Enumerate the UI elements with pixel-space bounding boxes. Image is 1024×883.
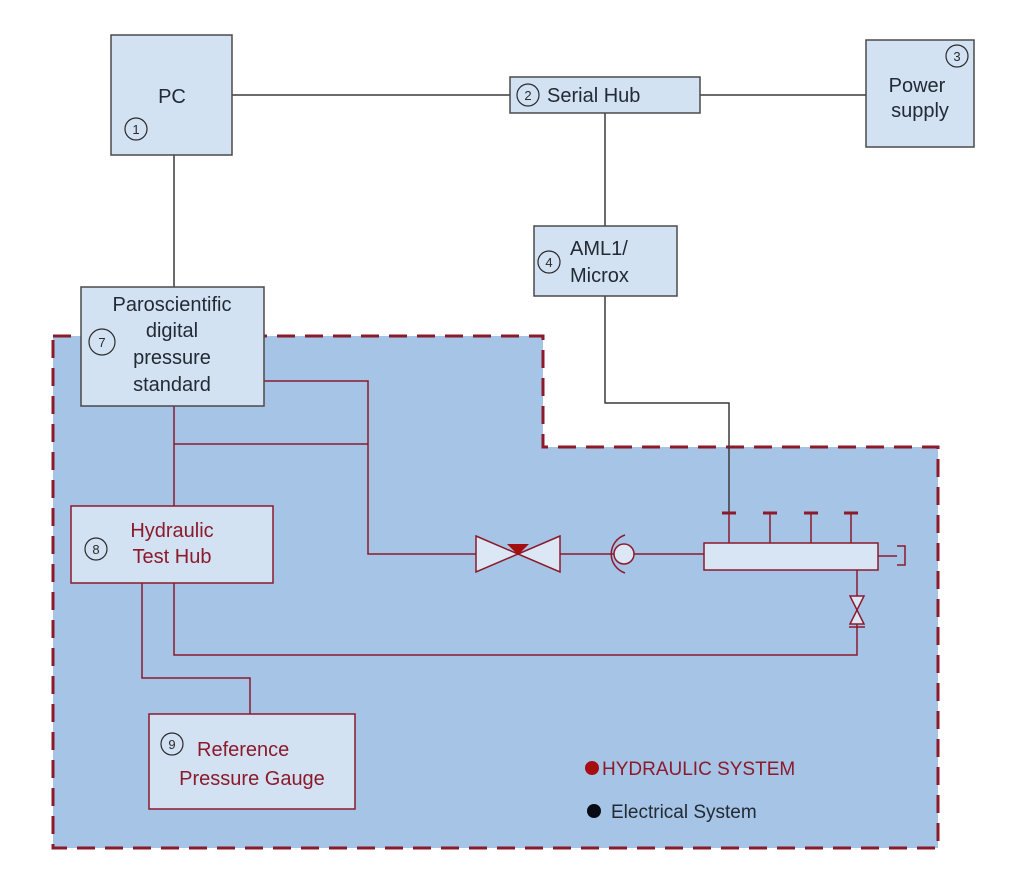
- paroscientific-label-line4: standard: [133, 374, 211, 396]
- node-pc[interactable]: PC 1: [110, 34, 233, 156]
- wire-aml-manifold: [604, 296, 730, 513]
- pc-number: 1: [132, 122, 139, 137]
- node-power-supply[interactable]: 3 Power supply: [865, 39, 975, 148]
- pc-label: PC: [158, 86, 186, 108]
- serial-hub-number-badge: [516, 83, 540, 107]
- hydraulic-test-hub-label-line2: Test Hub: [133, 546, 212, 568]
- legend-item-hydraulic: HYDRAULIC SYSTEM: [585, 759, 795, 780]
- legend-item-electrical: Electrical System: [587, 802, 757, 823]
- node-hydraulic-test-hub[interactable]: 8 Hydraulic Test Hub: [70, 505, 274, 584]
- node-serial-hub[interactable]: 2 Serial Hub: [509, 76, 701, 114]
- legend-hydraulic-dot: [585, 761, 599, 775]
- paroscientific-label-line1: Paroscientific: [113, 294, 232, 316]
- aml-label-line2: Microx: [570, 265, 629, 287]
- power-supply-number: 3: [953, 49, 960, 64]
- pipe-hub-to-gauge: [141, 583, 251, 714]
- node-paroscientific[interactable]: 7 Paroscientific digital pressure standa…: [80, 286, 265, 407]
- electrical-connections: [173, 94, 866, 513]
- power-supply-number-badge: [945, 44, 969, 68]
- pipe-paro-to-valve: [264, 380, 476, 555]
- legend-electrical-dot: [587, 804, 601, 818]
- node-reference-gauge[interactable]: 9 Reference Pressure Gauge: [148, 713, 356, 810]
- aml-number-badge: [537, 250, 561, 274]
- end-cap-icon: [897, 545, 906, 566]
- legend: HYDRAULIC SYSTEM Electrical System: [585, 759, 795, 823]
- paroscientific-label-line2: digital: [146, 320, 198, 342]
- hydraulic-test-hub-number: 8: [92, 542, 99, 557]
- reference-gauge-label-line1: Reference: [197, 739, 289, 761]
- power-supply-label-line1: Power: [889, 75, 946, 97]
- hydraulic-test-hub-label-line1: Hydraulic: [130, 520, 213, 542]
- needle-valve-icon[interactable]: [475, 534, 561, 574]
- legend-hydraulic-label: HYDRAULIC SYSTEM: [602, 759, 795, 780]
- hydraulic-test-hub-number-badge: [84, 537, 108, 561]
- reference-gauge-number: 9: [168, 737, 175, 752]
- pressure-fitting-icon: [610, 534, 635, 574]
- manifold[interactable]: [703, 542, 879, 571]
- legend-electrical-label: Electrical System: [611, 802, 757, 823]
- paroscientific-label-line3: pressure: [133, 347, 211, 369]
- paroscientific-number-badge: [88, 328, 116, 356]
- paroscientific-number: 7: [98, 335, 105, 350]
- reference-gauge-label-line2: Pressure Gauge: [179, 768, 325, 790]
- node-aml-microx[interactable]: 4 AML1/ Microx: [533, 225, 678, 297]
- aml-number: 4: [545, 255, 552, 270]
- aml-label-line1: AML1/: [570, 238, 628, 260]
- reference-gauge-number-badge: [160, 732, 184, 756]
- return-valve-icon[interactable]: [848, 595, 866, 628]
- serial-hub-number: 2: [524, 88, 531, 103]
- serial-hub-label: Serial Hub: [547, 85, 640, 107]
- pc-number-badge: [124, 117, 148, 141]
- power-supply-label-line2: supply: [891, 100, 949, 122]
